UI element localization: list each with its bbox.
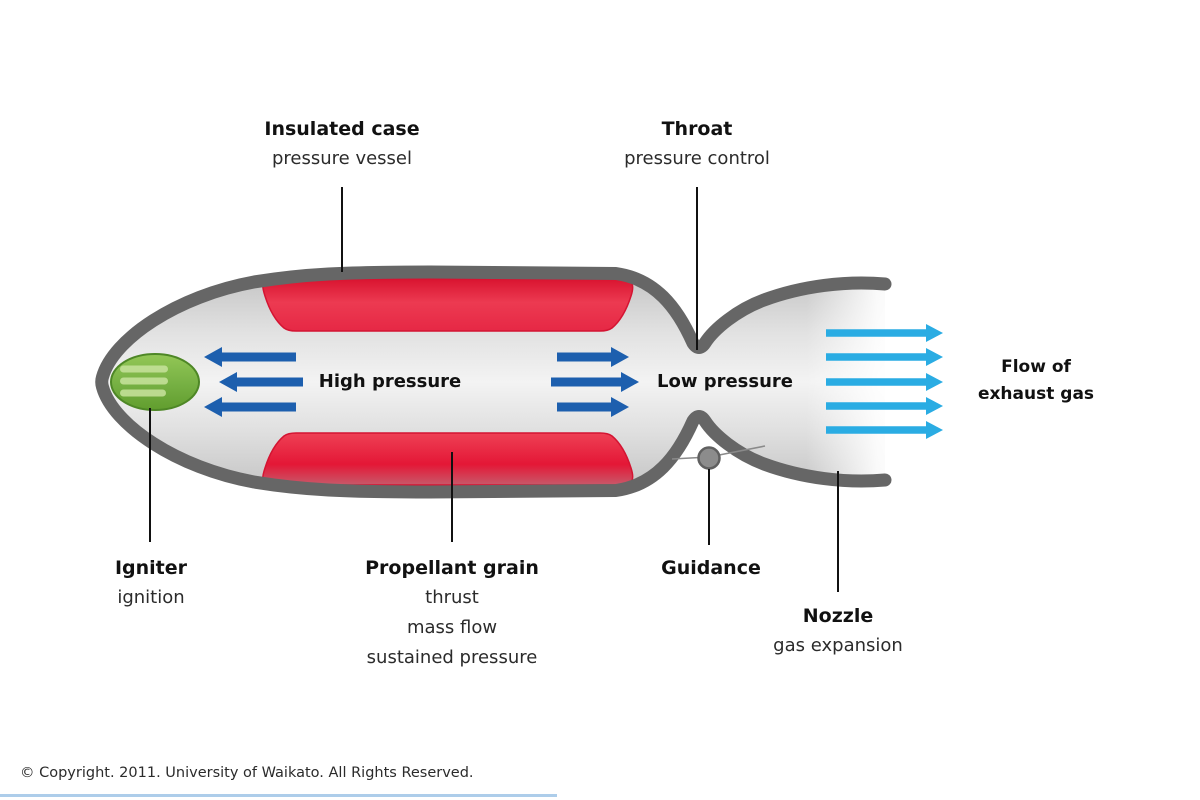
nozzle-title: Nozzle xyxy=(802,605,874,627)
propellant-grain-label: Propellant grain thrust mass flow sustai… xyxy=(292,553,612,673)
igniter-label: Igniter ignition xyxy=(41,553,261,613)
copyright-text: © Copyright. 2011. University of Waikato… xyxy=(20,765,474,781)
guidance-unit xyxy=(671,445,766,470)
low-pressure-text: Low pressure xyxy=(656,371,794,392)
throat-label: Throat pressure control xyxy=(537,114,857,174)
label-pointer-lines xyxy=(149,187,839,592)
guidance-dot xyxy=(697,446,721,470)
exhaust-flow-label: Flow of exhaust gas xyxy=(926,354,1146,408)
throat-title: Throat xyxy=(661,118,733,140)
guidance-label: Guidance xyxy=(551,553,871,583)
igniter-stripes xyxy=(120,365,168,397)
guidance-title: Guidance xyxy=(661,557,761,579)
propellant-grain-title: Propellant grain xyxy=(365,557,539,579)
pressure-arrows-right xyxy=(551,347,639,417)
propellant-grain-bottom xyxy=(262,432,634,486)
high-pressure-arrows-left xyxy=(204,347,303,417)
bottom-divider-line xyxy=(0,794,557,797)
igniter-subtitle: ignition xyxy=(117,587,185,608)
nozzle-label: Nozzle gas expansion xyxy=(678,601,998,661)
throat-subtitle: pressure control xyxy=(624,148,770,169)
exhaust-flow-line-2: exhaust gas xyxy=(977,384,1095,404)
high-pressure-text: High pressure xyxy=(318,371,462,392)
insulated-case-label: Insulated case pressure vessel xyxy=(182,114,502,174)
exhaust-flow-arrows xyxy=(826,324,943,439)
propellant-grain-line-2: mass flow xyxy=(406,617,498,638)
insulated-case-title: Insulated case xyxy=(264,118,420,140)
rocket-case-outline xyxy=(95,265,892,499)
igniter-title: Igniter xyxy=(114,557,188,579)
exhaust-flow-line-1: Flow of xyxy=(1001,357,1071,377)
propellant-grain-line-3: sustained pressure xyxy=(366,647,538,668)
insulated-case-subtitle: pressure vessel xyxy=(271,148,413,169)
nozzle-subtitle: gas expansion xyxy=(773,635,903,656)
propellant-grain-top xyxy=(262,278,634,332)
propellant-grain-line-1: thrust xyxy=(425,587,479,608)
